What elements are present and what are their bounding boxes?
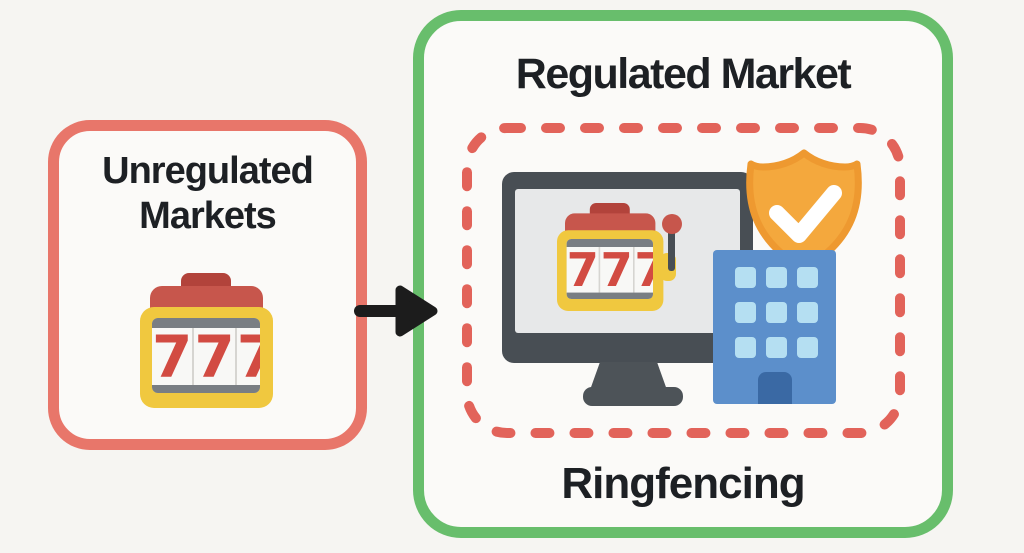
slot-machine-body: 7 7 7 [557,230,664,311]
slot-machine-top-bar [152,318,260,328]
reel: 7 [152,322,193,391]
slot-machine-panel: 7 7 7 [566,239,653,299]
ringfencing-label: Ringfencing [561,459,805,508]
slot-machine-icon: 7 7 7 [140,273,273,408]
slot-machine-bottom-bar [566,292,653,299]
slot-machine-top-bar [566,239,653,247]
slot-lever-stem [668,223,675,271]
title-line-1: Unregulated [102,150,314,192]
building-window [735,337,756,358]
building-door [758,372,792,404]
reel: 7 [634,247,653,293]
building-windows [735,267,818,358]
reel: 7 [600,242,633,297]
slot-machine-cap [565,213,656,233]
building-window [735,267,756,288]
slot-machine-reels: 7 7 7 [152,322,260,391]
title-line-2: Markets [139,195,277,237]
building-window [766,267,787,288]
slot-machine-on-screen-icon: 7 7 7 [557,203,664,311]
building-icon [713,250,836,404]
building-window [797,337,818,358]
slot-machine-reels: 7 7 7 [566,242,653,297]
shield-check-icon [746,149,862,273]
regulated-market-box: Regulated Market 7 7 [413,10,953,538]
slot-machine-panel: 7 7 7 [152,318,260,393]
slot-lever-ball [662,214,682,234]
reel: 7 [566,242,599,297]
unregulated-markets-box: Unregulated Markets 7 7 7 [48,120,367,450]
building-window [797,267,818,288]
reel: 7 [194,322,235,391]
monitor-stand-neck [590,362,667,390]
building-window [735,302,756,323]
unregulated-markets-title: Unregulated Markets [59,149,356,239]
arrow-right-icon [354,285,438,337]
monitor-stand-base [583,387,683,406]
slot-machine-bottom-bar [152,385,260,393]
ringfence-area: 7 7 7 [462,123,905,438]
slot-machine-body: 7 7 7 [140,307,273,408]
regulated-market-title: Regulated Market [515,50,852,98]
slot-machine-cap [150,286,263,310]
building-window [766,337,787,358]
reel: 7 [236,328,260,386]
building-window [797,302,818,323]
building-window [766,302,787,323]
